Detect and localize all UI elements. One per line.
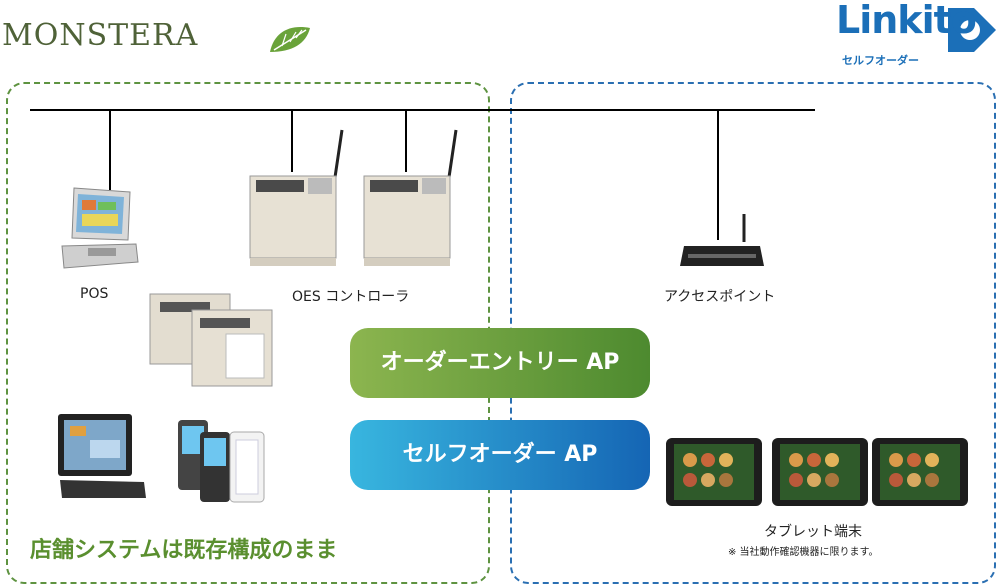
pos-label: POS: [80, 286, 109, 302]
oes-controller-2-icon: [363, 129, 458, 266]
linkit-logo: Linkito: [836, 0, 977, 42]
self-order-ap-box: セルフオーダー AP: [350, 420, 650, 490]
tablet-2-icon: [772, 438, 868, 506]
handheld-terminal-icon: [178, 420, 265, 503]
linkit-arrow-icon: [948, 8, 996, 52]
oes-controller-1-icon: [249, 129, 344, 266]
tablet-3-icon: [872, 438, 968, 506]
tablet-note: ※ 当社動作確認機器に限ります。: [728, 547, 879, 558]
monstera-logo: MONSTERA: [2, 18, 198, 53]
monstera-leaf-icon: [270, 27, 310, 52]
pos-terminal-icon: [61, 187, 139, 269]
access-point-icon: [680, 214, 764, 266]
register-display-icon: [58, 414, 146, 498]
tablet-label: タブレット端末: [764, 524, 862, 540]
monstera-logo-text: MONSTERA: [2, 18, 199, 53]
oes-controller-label: OES コントローラ: [292, 289, 410, 305]
existing-system-note: 店舗システムは既存構成のまま: [30, 538, 338, 563]
linkit-subtitle: セルフオーダー: [842, 54, 919, 67]
access-point-label: アクセスポイント: [664, 289, 776, 305]
order-entry-ap-box: オーダーエントリー AP: [350, 328, 650, 398]
tablet-1-icon: [666, 438, 762, 506]
kitchen-printer-icon: [149, 293, 273, 387]
